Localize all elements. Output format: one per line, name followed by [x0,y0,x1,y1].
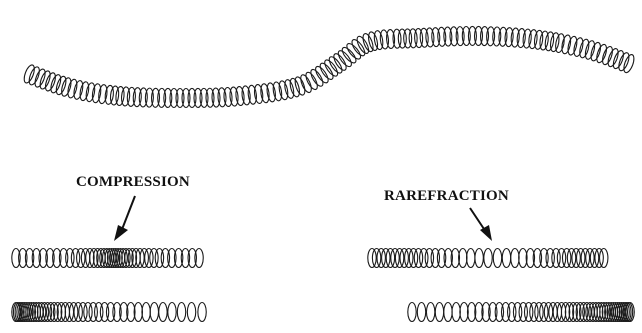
coil-loop [572,37,584,57]
coil-loop [79,303,87,322]
coil-loop [283,79,295,99]
coil-loop [66,78,78,98]
coil-loop [150,303,158,322]
coil-loop [516,28,526,48]
coil-loop [198,303,206,322]
coil-loop [530,303,538,322]
coil-loop [254,84,264,104]
coil-loop [27,66,41,87]
coil-loop [278,80,289,100]
coil-loop [475,249,483,268]
coil-loop [266,82,277,102]
coil-loop [79,81,90,101]
coil-loop [444,303,452,322]
coil-loop [414,249,422,268]
coil-loop [241,86,251,106]
coil-loop [49,73,63,94]
coil-loop [98,84,108,104]
coil-loop [142,303,150,322]
coil-loop [71,249,79,268]
coil-loop [84,303,92,322]
coil-loop [484,249,492,268]
coil-loop [235,86,245,106]
coil-loop [566,36,578,56]
coil-loop [578,38,590,58]
coil-loop [589,41,602,62]
coil-loop [168,303,176,322]
coil-loop [511,249,519,268]
coil-loop [417,303,425,322]
coil-loop [524,303,532,322]
coil-loop [260,83,270,103]
compression-spring-top [12,249,203,268]
coil-loop [560,34,572,54]
coil-loop [159,303,167,322]
rarefraction-label: RAREFRACTION [384,188,509,205]
compression-label: COMPRESSION [76,174,190,191]
compression-arrow [114,196,135,241]
compression-spring-bottom [12,303,206,322]
coil-loop [557,249,565,268]
coil-loop [452,303,460,322]
coil-loop [502,249,510,268]
coil-loop [435,303,443,322]
coil-loop [247,85,257,105]
coil-loop [408,303,416,322]
coil-loop [77,249,85,268]
coil-loop [272,81,283,101]
coil-loop [584,40,597,60]
coil-loop [535,303,543,322]
coil-loop [85,82,96,102]
rarefraction-spring-top [368,249,608,268]
coil-loop [467,249,475,268]
coil-loop [426,303,434,322]
coil-loop [562,249,570,268]
coil-loop [91,83,102,103]
coil-loop [595,43,609,64]
coil-loop [229,87,238,107]
rarefraction-arrow [470,208,492,241]
coil-loop [601,45,615,66]
wavy-slinky-spring [22,26,636,107]
coil-loop [622,53,636,74]
rarefraction-spring-bottom [408,303,634,322]
coil-loop [493,249,501,268]
coil-loop [345,41,363,61]
coil-loop [187,303,195,322]
coil-loop [177,303,185,322]
coil-loop [293,76,307,97]
coil-loop [72,80,84,100]
coil-loop [54,75,67,96]
coil-loop [554,33,565,53]
